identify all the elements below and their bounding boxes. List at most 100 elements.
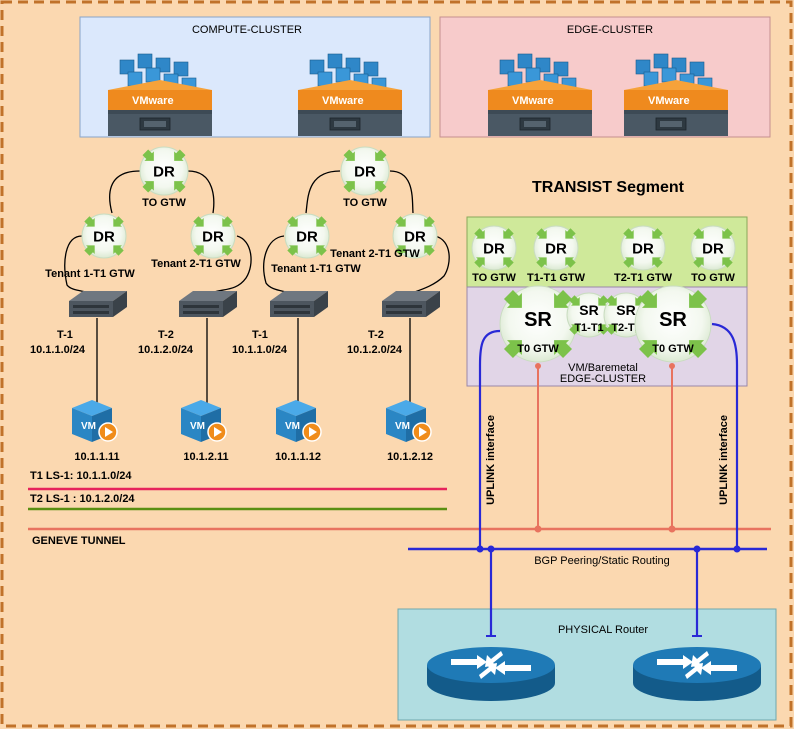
bgp-label: BGP Peering/Static Routing <box>534 555 670 567</box>
right-switch1-name: T-1 <box>252 329 268 341</box>
edge-host-2: VMware <box>623 53 729 137</box>
router-node-type: DR <box>545 240 567 257</box>
router-node-type: SR <box>616 302 635 318</box>
switch-left-t2-icon <box>179 291 237 317</box>
bgp-junction-3 <box>693 545 701 553</box>
router-node-label: T2-T1 GTW <box>614 272 673 284</box>
uplink-left <box>478 329 501 549</box>
geneve-label: GENEVE TUNNEL <box>32 535 126 547</box>
ls1-label: T1 LS-1: 10.1.1.0/24 <box>30 470 132 482</box>
sr-area-line2: EDGE-CLUSTER <box>560 373 646 385</box>
transit-segment-title: TRANSIST Segment <box>532 179 685 196</box>
router-node-label: TO GTW <box>343 197 387 209</box>
router-node-type: SR <box>524 309 552 331</box>
switch-left-t1-icon <box>69 291 127 317</box>
physical-router-2-icon <box>633 647 761 701</box>
uplink-right <box>711 322 739 549</box>
router-node-type: DR <box>483 240 505 257</box>
edge-host-1: VMware <box>487 53 593 137</box>
sr1-geneve-port <box>535 363 541 369</box>
vmware-brand-label: VMware <box>132 95 174 107</box>
router-node-label: T2-T1 <box>611 322 640 334</box>
router-node-label: Tenant 1-T1 GTW <box>45 268 135 280</box>
router-node-label: T0 GTW <box>652 343 694 355</box>
router-node-type: DR <box>404 228 426 245</box>
dr-left-tenant1: DR Tenant 1-T1 GTW <box>45 213 135 280</box>
transit-dr-3: DR T2-T1 GTW <box>614 225 673 284</box>
vm-ip-left-1: 10.1.1.11 <box>74 451 119 463</box>
vmware-brand-label: VMware <box>322 95 364 107</box>
left-switch2-subnet: 10.1.2.0/24 <box>138 344 194 356</box>
router-node-label: T0 GTW <box>517 343 559 355</box>
router-node-label: TO GTW <box>472 272 516 284</box>
uplink-label-left: UPLINK interface <box>485 415 497 505</box>
vm-badge-label: VM <box>190 421 205 432</box>
vm-ip-right-1: 10.1.1.12 <box>275 451 321 463</box>
router-node-label: TO GTW <box>142 197 186 209</box>
vm-icon: VM <box>385 399 432 443</box>
switch-right-t2-icon <box>382 291 440 317</box>
compute-host-2: VMware <box>297 53 403 137</box>
router-node-type: DR <box>202 228 224 245</box>
router-node-type: DR <box>296 228 318 245</box>
router-node-label: Tenant 2-T1 GTW <box>330 248 420 260</box>
ls2-label: T2 LS-1 : 10.1.2.0/24 <box>30 493 135 505</box>
compute-cluster-title: COMPUTE-CLUSTER <box>192 24 302 36</box>
left-switch2-name: T-2 <box>158 329 174 341</box>
vm-icon: VM <box>71 399 118 443</box>
vm-ip-right-2: 10.1.2.12 <box>387 451 433 463</box>
physical-router-1-icon <box>427 647 555 701</box>
router-nodes: DR TO GTW DR Tenant 1-T1 GTW DR Tenant 2-T1 G… <box>45 146 736 363</box>
edge-cluster-title: EDGE-CLUSTER <box>567 24 653 36</box>
uplink-label-right: UPLINK interface <box>718 415 730 505</box>
bgp-junction-2 <box>487 545 495 553</box>
dr-left-tenant2: DR Tenant 2-T1 GTW <box>151 213 241 270</box>
vm-badge-label: VM <box>395 421 410 432</box>
router-node-type: DR <box>93 228 115 245</box>
vmware-brand-label: VMware <box>648 95 690 107</box>
router-node-label: Tenant 2-T1 GTW <box>151 258 241 270</box>
switch-right-t1-icon <box>270 291 328 317</box>
dr-left-top: DR TO GTW <box>139 146 189 209</box>
router-node-type: DR <box>632 240 654 257</box>
vm-icon: VM <box>275 399 322 443</box>
vm-badge-label: VM <box>81 421 96 432</box>
sr2-geneve-port <box>669 363 675 369</box>
router-node-label: TO GTW <box>691 272 735 284</box>
dr-right-tenant1: DR Tenant 1-T1 GTW <box>271 213 361 275</box>
router-node-label: T1-T1 <box>574 322 603 334</box>
vm-ip-left-2: 10.1.2.11 <box>183 451 228 463</box>
transit-dr-1: DR TO GTW <box>471 225 517 284</box>
sr-t1-t1: SR T1-T1 <box>566 292 612 338</box>
vmware-brand-label: VMware <box>512 95 554 107</box>
bgp-junction-1 <box>476 545 484 553</box>
router-node-type: DR <box>354 163 376 180</box>
bgp-junction-4 <box>733 545 741 553</box>
vm-icon: VM <box>180 399 227 443</box>
dr-right-tenant2: DR Tenant 2-T1 GTW <box>330 213 438 260</box>
router-node-type: SR <box>579 302 598 318</box>
transit-dr-2: DR T1-T1 GTW <box>527 225 586 284</box>
right-switch2-subnet: 10.1.2.0/24 <box>347 344 403 356</box>
sr-area-line1: VM/Baremetal <box>568 362 638 374</box>
transit-dr-4: DR TO GTW <box>690 225 736 284</box>
dr-right-top: DR TO GTW <box>340 146 390 209</box>
left-switch1-name: T-1 <box>57 329 73 341</box>
right-switch2-name: T-2 <box>368 329 384 341</box>
router-node-type: DR <box>702 240 724 257</box>
vm-badge-label: VM <box>285 421 300 432</box>
router-node-type: DR <box>153 163 175 180</box>
physical-router-title: PHYSICAL Router <box>558 624 648 636</box>
sr-t0-right: SR T0 GTW <box>634 285 712 363</box>
sr-t0-left: SR T0 GTW <box>499 285 577 363</box>
geneve-junction-1 <box>534 525 542 533</box>
router-node-type: SR <box>659 309 687 331</box>
geneve-junction-2 <box>668 525 676 533</box>
right-switch1-subnet: 10.1.1.0/24 <box>232 344 288 356</box>
router-node-label: Tenant 1-T1 GTW <box>271 263 361 275</box>
compute-host-1: VMware <box>107 53 213 137</box>
router-node-label: T1-T1 GTW <box>527 272 586 284</box>
right-group-links <box>263 170 450 404</box>
